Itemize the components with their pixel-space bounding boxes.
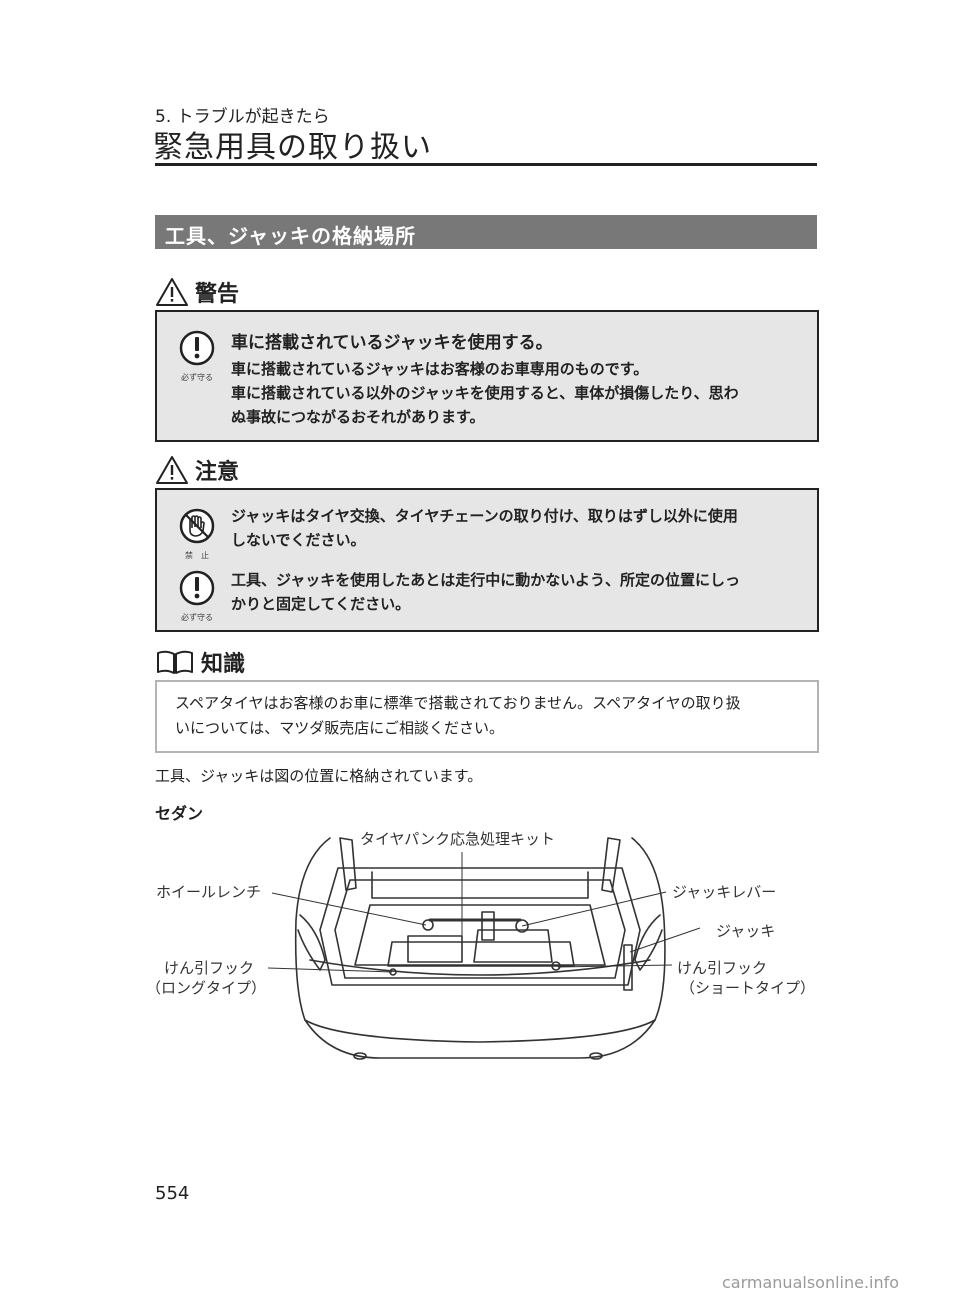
page-number: 554 bbox=[155, 1183, 190, 1204]
page-title: 緊急用具の取り扱い bbox=[153, 130, 432, 165]
knowledge-body: スペアタイヤはお客様のお車に標準で搭載されておりません。スペアタイヤの取り扱 い… bbox=[175, 691, 741, 741]
caution-box: 禁 止 ジャッキはタイヤ交換、タイヤチェーンの取り付け、取りはずし以外に使用 し… bbox=[155, 488, 819, 632]
warning-body: 車に搭載されているジャッキはお客様のお車専用のものです。 車に搭載されている以外… bbox=[231, 357, 739, 429]
knowledge-box: スペアタイヤはお客様のお車に標準で搭載されておりません。スペアタイヤの取り扱 い… bbox=[155, 680, 819, 753]
warning-box: 必ず守る 車に搭載されているジャッキを使用する。 車に搭載されているジャッキはお… bbox=[155, 310, 819, 442]
icon-caption: 必ず守る bbox=[181, 613, 213, 622]
label-tow-hook-long: けん引フック bbox=[164, 959, 255, 977]
knowledge-line: いについては、マツダ販売店にご相談ください。 bbox=[175, 719, 504, 737]
caution-label: 注意 bbox=[155, 454, 239, 486]
warning-line: 車に搭載されている以外のジャッキを使用すると、車体が損傷したり、思わ bbox=[231, 384, 739, 402]
caution-triangle-icon bbox=[156, 456, 188, 484]
icon-caption: 禁 止 bbox=[185, 551, 209, 560]
book-icon bbox=[157, 650, 193, 674]
body-text: 工具、ジャッキは図の位置に格納されています。 bbox=[155, 767, 483, 785]
label-jack: ジャッキ bbox=[716, 922, 776, 940]
knowledge-label-text: 知識 bbox=[201, 652, 246, 677]
knowledge-line: スペアタイヤはお客様のお車に標準で搭載されておりません。スペアタイヤの取り扱 bbox=[175, 694, 741, 712]
chapter-title: 5. トラブルが起きたら bbox=[155, 107, 330, 127]
must-do-icon-group: 必ず守る bbox=[177, 568, 217, 623]
exclamation-icon bbox=[179, 330, 215, 366]
warning-triangle-icon bbox=[156, 278, 188, 306]
title-divider bbox=[155, 163, 817, 166]
warning-line: 車に搭載されているジャッキはお客様のお車専用のものです。 bbox=[231, 360, 649, 378]
label-tow-hook-long-type: （ロングタイプ） bbox=[146, 979, 267, 997]
prohibit-hand-icon bbox=[179, 508, 215, 544]
exclamation-icon bbox=[179, 570, 215, 606]
warning-label-text: 警告 bbox=[195, 282, 240, 307]
knowledge-label: 知識 bbox=[155, 646, 245, 678]
icon-caption: 必ず守る bbox=[181, 373, 213, 382]
label-puncture-kit: タイヤパンク応急処理キット bbox=[360, 830, 556, 848]
label-tow-hook-short-type: （ショートタイプ） bbox=[680, 979, 816, 997]
section-header: 工具、ジャッキの格納場所 bbox=[155, 215, 817, 249]
caution-label-text: 注意 bbox=[195, 460, 240, 485]
caution-item-2: 工具、ジャッキを使用したあとは走行中に動かないよう、所定の位置にしっ かりと固定… bbox=[231, 568, 740, 616]
label-wheel-wrench: ホイールレンチ bbox=[156, 883, 262, 901]
section-title: 工具、ジャッキの格納場所 bbox=[165, 224, 416, 248]
warning-heading: 車に搭載されているジャッキを使用する。 bbox=[231, 333, 553, 353]
caution-line: ジャッキはタイヤ交換、タイヤチェーンの取り付け、取りはずし以外に使用 bbox=[231, 507, 738, 525]
label-tow-hook-short: けん引フック bbox=[677, 959, 768, 977]
prohibit-icon-group: 禁 止 bbox=[177, 506, 217, 561]
caution-line: しないでください。 bbox=[231, 531, 366, 549]
warning-label: 警告 bbox=[155, 276, 239, 308]
must-do-icon-group: 必ず守る bbox=[177, 328, 217, 383]
warning-line: ぬ事故につながるおそれがあります。 bbox=[231, 408, 485, 426]
watermark: carmanualsonline.info bbox=[722, 1273, 900, 1292]
subheading-sedan: セダン bbox=[155, 804, 204, 823]
caution-line: 工具、ジャッキを使用したあとは走行中に動かないよう、所定の位置にしっ bbox=[231, 571, 740, 589]
label-jack-lever: ジャッキレバー bbox=[672, 883, 777, 901]
caution-item-1: ジャッキはタイヤ交換、タイヤチェーンの取り付け、取りはずし以外に使用 しないでく… bbox=[231, 504, 738, 552]
caution-line: かりと固定してください。 bbox=[231, 595, 411, 613]
